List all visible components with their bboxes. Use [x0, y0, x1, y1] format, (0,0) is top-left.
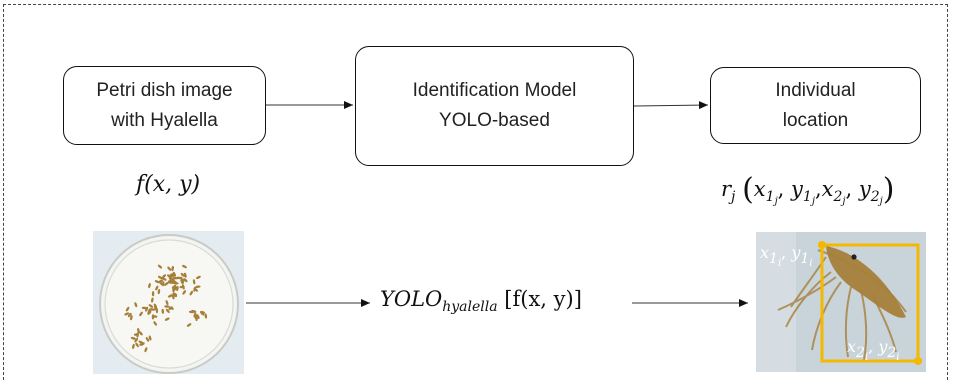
hyalella-specimen [200, 311, 205, 316]
hyalella-specimen [130, 336, 136, 340]
top-left-corner-label: x1i, y1i [760, 243, 813, 269]
hyalella-specimen [171, 284, 177, 289]
hyalella-specimen [195, 315, 198, 322]
hyalella-specimen [132, 343, 135, 349]
hyalella-specimen [167, 294, 173, 298]
hyalella-specimen [139, 311, 143, 317]
hyalella-specimen [171, 278, 175, 285]
hyalella-specimen [125, 306, 130, 312]
individual-location-box: Individual location [710, 67, 921, 144]
hyalella-specimen [148, 335, 152, 341]
hyalella-specimen [151, 297, 154, 303]
hyalella-specimen [130, 315, 133, 321]
hyalella-specimen [183, 272, 187, 278]
petri-dish-image [93, 231, 244, 374]
hyalella-specimen [204, 313, 208, 319]
hyalella-specimen [164, 282, 169, 286]
hyalella-specimen [165, 308, 170, 314]
hyalella-specimen [147, 310, 152, 315]
hyalella-specimen [164, 317, 170, 321]
hyalella-specimen [134, 302, 138, 308]
cropped-individual-image [756, 232, 926, 372]
hyalella-specimen [182, 265, 187, 269]
hyalella-specimen [186, 323, 192, 327]
hyalella-specimen [169, 273, 175, 276]
hyalella-specimen [164, 305, 170, 308]
hyalella-specimen [181, 278, 185, 284]
input-box-line2: with Hyalella [111, 109, 218, 131]
hyalella-specimen [138, 331, 143, 336]
hyalella-specimen [148, 283, 151, 289]
hyalella-specimen [182, 290, 186, 295]
hyalella-specimen [161, 274, 167, 279]
hyalella-specimen [167, 266, 172, 271]
hyalella-specimen [134, 338, 139, 343]
model-box-line1: Identification Model [412, 80, 577, 101]
hyalella-specimen [191, 309, 197, 313]
hyalella-specimen [161, 281, 165, 287]
model-box-line2: YOLO-based [439, 110, 550, 131]
hyalella-specimen [169, 306, 174, 310]
hyalella-specimen [157, 275, 163, 280]
hyalella-specimen [157, 289, 161, 295]
hyalella-specimen [144, 347, 148, 353]
hyalella-specimen [151, 291, 155, 297]
hyalella-specimen [182, 284, 185, 290]
input-image-box: Petri dish image with Hyalella [63, 66, 266, 145]
hyalella-specimen [172, 293, 178, 298]
yolo-formula: YOLOhyalella [f(x, y)] [380, 287, 582, 315]
hyalella-specimen [127, 312, 132, 318]
hyalella-specimen [153, 321, 158, 326]
hyalella-specimen [189, 290, 193, 296]
hyalella-specimen [157, 264, 163, 269]
dashed-frame [3, 4, 948, 380]
arrow-model-to-output [633, 101, 709, 110]
hyalella-specimen [145, 337, 150, 342]
hyalella-specimen [154, 305, 157, 311]
output-box-line1: Individual [775, 79, 856, 101]
output-location-formula: rj (x1j, y1j,x2j, y2j) [721, 172, 895, 207]
hyalella-specimen [180, 272, 185, 277]
hyalella-specimen [139, 342, 145, 346]
hyalella-specimen [150, 308, 156, 311]
hyalella-specimen [136, 332, 139, 338]
hyalella-specimen [166, 274, 172, 278]
hyalella-specimen [196, 275, 201, 279]
hyalella-specimen [193, 312, 197, 318]
input-function-formula: f(x, y) [136, 172, 201, 197]
hyalella-specimen [171, 294, 175, 300]
hyalella-specimen [152, 315, 158, 318]
output-box-line2: location [782, 109, 849, 131]
hyalella-specimen [135, 342, 139, 348]
hyalella-specimen [137, 328, 140, 334]
hyalella-specimen [173, 286, 178, 291]
bottom-right-corner-label: x2i, y2i [847, 337, 900, 363]
identification-model-box: Identification Model YOLO-based [355, 46, 634, 166]
input-box-line1: Petri dish image [96, 79, 233, 101]
hyalella-specimen [145, 306, 149, 312]
hyalella-specimen [124, 312, 130, 316]
hyalella-specimen [171, 265, 174, 272]
hyalella-specimen [165, 300, 169, 306]
hyalella-specimen [148, 304, 154, 308]
hyalella-specimen [155, 285, 159, 291]
hyalella-specimen [193, 287, 198, 292]
hyalella-specimen [161, 277, 167, 281]
hyalella-specimen [183, 278, 188, 283]
hyalella-specimen [161, 308, 165, 314]
hyalella-specimen [192, 279, 196, 285]
hyalella-specimen [196, 314, 200, 319]
hyalella-specimen [195, 285, 201, 288]
